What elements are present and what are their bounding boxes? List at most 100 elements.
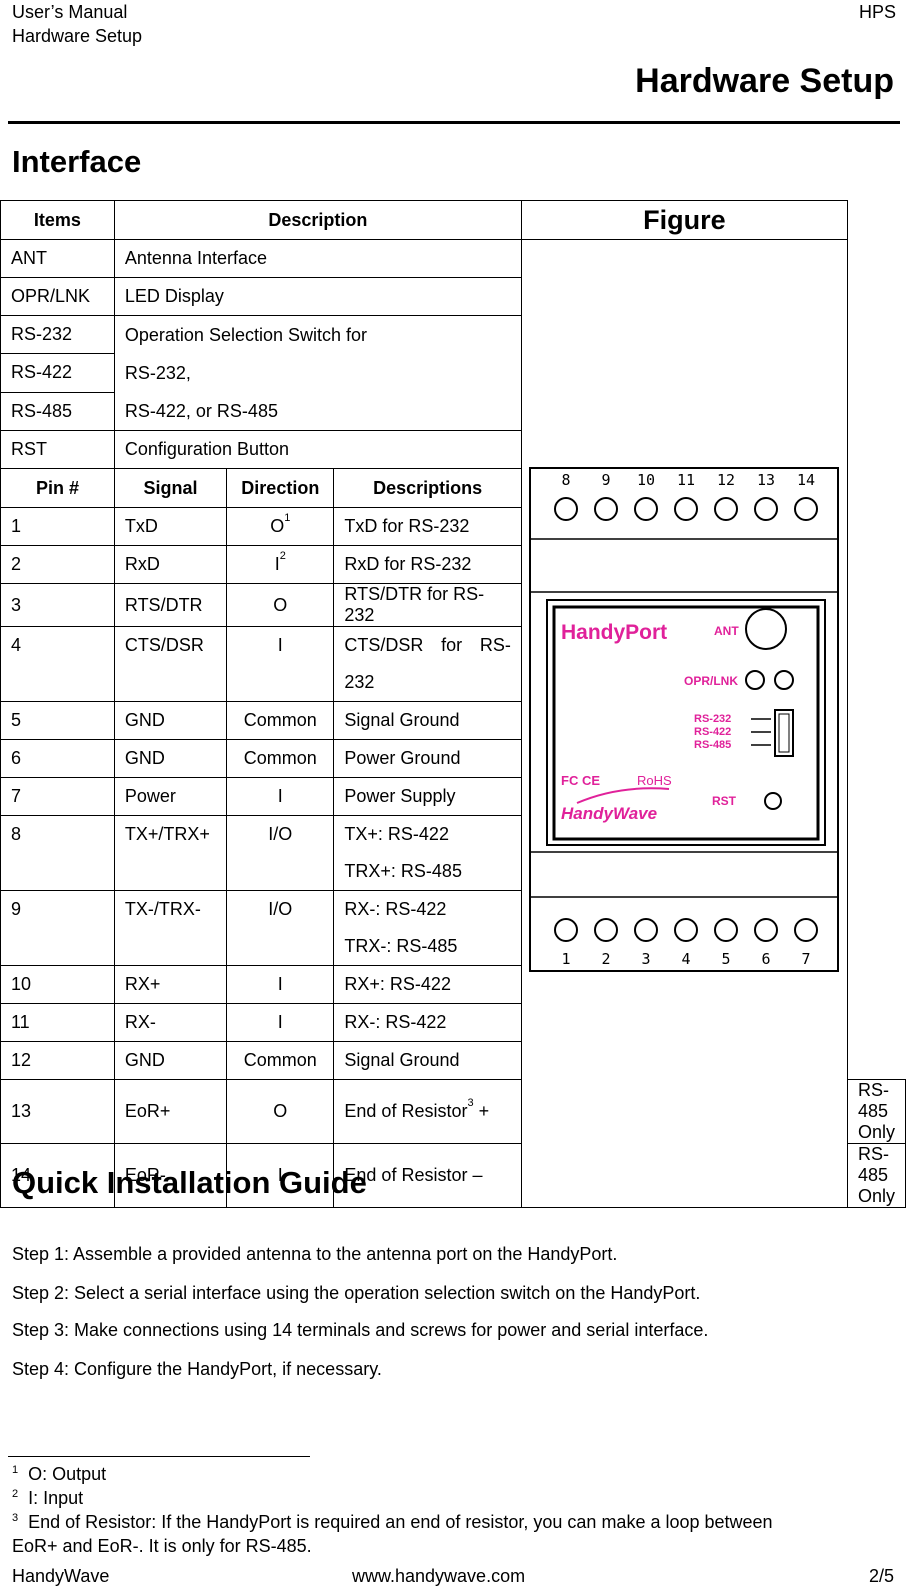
header-left: User’s Manual Hardware Setup	[12, 0, 142, 48]
switch-desc-line: Operation Selection Switch for	[124, 325, 368, 345]
pin-signal: EoR-	[113, 1143, 228, 1208]
footnote-ref: 1	[284, 512, 291, 524]
pin-signal: CTS/DSR	[113, 626, 228, 702]
pin-signal: RX+	[113, 965, 228, 1004]
top-terminal-numbers: 8 9 10 11 12 13 14	[562, 471, 816, 489]
pin-number: 12	[0, 1041, 115, 1080]
pin-desc: Signal Ground	[333, 701, 522, 740]
figure-cell: 8 9 10 11 12 13 14 HandyPort ANT	[520, 239, 849, 1208]
guide-step: Step 4: Configure the HandyPort, if nece…	[12, 1359, 382, 1379]
item-desc: Configuration Button	[113, 430, 522, 469]
pin-number: 14	[0, 1143, 115, 1208]
label-rs422: RS-422	[694, 726, 731, 738]
terminal-number: 3	[642, 950, 651, 968]
pin-desc: Signal Ground	[333, 1041, 522, 1080]
pin-desc-line: TX+: RS-422	[344, 824, 449, 844]
pin-signal: GND	[113, 739, 228, 778]
footnote: 2 I: Input	[12, 1488, 84, 1508]
header-right: HPS	[858, 2, 896, 22]
item-name: RS-485	[0, 391, 115, 432]
table-row: 13 EoR+ O End of Resistor3 + RS-485 Only	[0, 1079, 906, 1144]
pin-desc-line: CTS/DSR for RS-	[344, 635, 511, 655]
pin-note: RS-485 Only	[847, 1079, 906, 1144]
bottom-terminal-screws	[554, 918, 819, 942]
pin-number: 13	[0, 1079, 115, 1144]
table-row: 3 RTS/DTR O RTS/DTR for RS-232	[0, 583, 906, 627]
pin-number: 2	[0, 545, 115, 584]
col-pin: Pin #	[0, 468, 115, 508]
table-row: 6 GND Common Power Ground	[0, 739, 906, 778]
interface-table: Items Description Figure ANT Antenna Int…	[0, 200, 906, 1208]
footer-left: HandyWave	[12, 1566, 110, 1586]
pin-number: 10	[0, 965, 115, 1004]
pin-desc: RX+: RS-422	[333, 965, 522, 1004]
guide-step: Step 1: Assemble a provided antenna to t…	[12, 1244, 618, 1264]
table-row: 5 GND Common Signal Ground	[0, 701, 906, 740]
pin-direction: I	[226, 1003, 335, 1042]
section-label: Hardware Setup	[12, 26, 143, 46]
cert-marks: FC CE	[561, 773, 600, 788]
footer-url: www.handywave.com	[352, 1566, 526, 1586]
label-oprlnk: OPR/LNK	[684, 674, 738, 688]
pin-desc: RX-: RS-422	[333, 1003, 522, 1042]
terminal-number: 5	[722, 950, 731, 968]
pin-signal: RX-	[113, 1003, 228, 1042]
pin-direction: I2	[226, 545, 335, 584]
col-signal: Signal	[113, 468, 228, 508]
pin-number: 7	[0, 777, 115, 816]
footnote-rule	[8, 1456, 310, 1457]
table-row: 9 TX-/TRX- I/O RX-: RS-422 TRX-: RS-485	[0, 890, 906, 966]
pin-desc: Power Supply	[333, 777, 522, 816]
led-opr-icon	[745, 670, 766, 690]
footnote: 3 End of Resistor: If the HandyPort is r…	[12, 1512, 773, 1556]
pin-desc-line: TRX+: RS-485	[344, 861, 462, 881]
pin-desc: RxD for RS-232	[333, 545, 522, 584]
terminal-number: 14	[797, 471, 815, 489]
pin-desc-line: 232	[344, 672, 375, 692]
pin-signal: RTS/DTR	[113, 583, 228, 627]
switch-desc-line: RS-232,	[124, 363, 191, 383]
item-name: ANT	[0, 239, 115, 278]
interface-heading: Interface	[12, 144, 142, 179]
maker-logo: HandyWave	[561, 804, 657, 823]
col-figure: Figure	[520, 200, 849, 240]
terminal-number: 13	[757, 471, 775, 489]
pin-desc: CTS/DSR for RS- 232	[333, 626, 522, 702]
brand-logo: HandyPort	[561, 621, 667, 644]
pin-signal: TX+/TRX+	[113, 815, 228, 891]
manual-label: User’s Manual	[12, 2, 128, 22]
antenna-port-icon	[745, 608, 788, 650]
label-rs232: RS-232	[694, 713, 731, 725]
pin-number: 8	[0, 815, 115, 891]
pin-signal: TxD	[113, 507, 228, 546]
pin-signal: GND	[113, 701, 228, 740]
pin-direction: I	[226, 1143, 335, 1208]
led-lnk-icon	[774, 670, 795, 690]
table-row: 10 RX+ I RX+: RS-422	[0, 965, 906, 1004]
col-description: Description	[113, 200, 522, 240]
pin-direction: I	[226, 965, 335, 1004]
terminal-number: 10	[637, 471, 655, 489]
footnote-ref: 2	[279, 550, 286, 562]
handyport-device-figure: 8 9 10 11 12 13 14 HandyPort ANT	[529, 467, 840, 972]
terminal-number: 12	[717, 471, 735, 489]
pin-desc: End of Resistor3 +	[333, 1079, 522, 1144]
col-items: Items	[0, 200, 115, 240]
terminal-number: 7	[802, 950, 811, 968]
item-name: RS-232	[0, 314, 115, 355]
pin-signal: GND	[113, 1041, 228, 1080]
guide-heading: Quick Installation Guide	[12, 1165, 367, 1200]
terminal-number: 4	[682, 950, 691, 968]
footnote: 1 O: Output	[12, 1464, 107, 1484]
pin-desc-line: RX-: RS-422	[344, 899, 447, 919]
pin-signal: EoR+	[113, 1079, 228, 1144]
pin-desc: TX+: RS-422 TRX+: RS-485	[333, 815, 522, 891]
table-row: 14 EoR- I End of Resistor – RS-485 Only	[0, 1143, 906, 1208]
pin-signal: Power	[113, 777, 228, 816]
pin-number: 4	[0, 626, 115, 702]
terminal-number: 8	[562, 471, 571, 489]
pin-signal: TX-/TRX-	[113, 890, 228, 966]
page-title: Hardware Setup	[635, 62, 894, 100]
label-rst: RST	[712, 794, 737, 808]
pin-direction: I/O	[226, 890, 335, 966]
